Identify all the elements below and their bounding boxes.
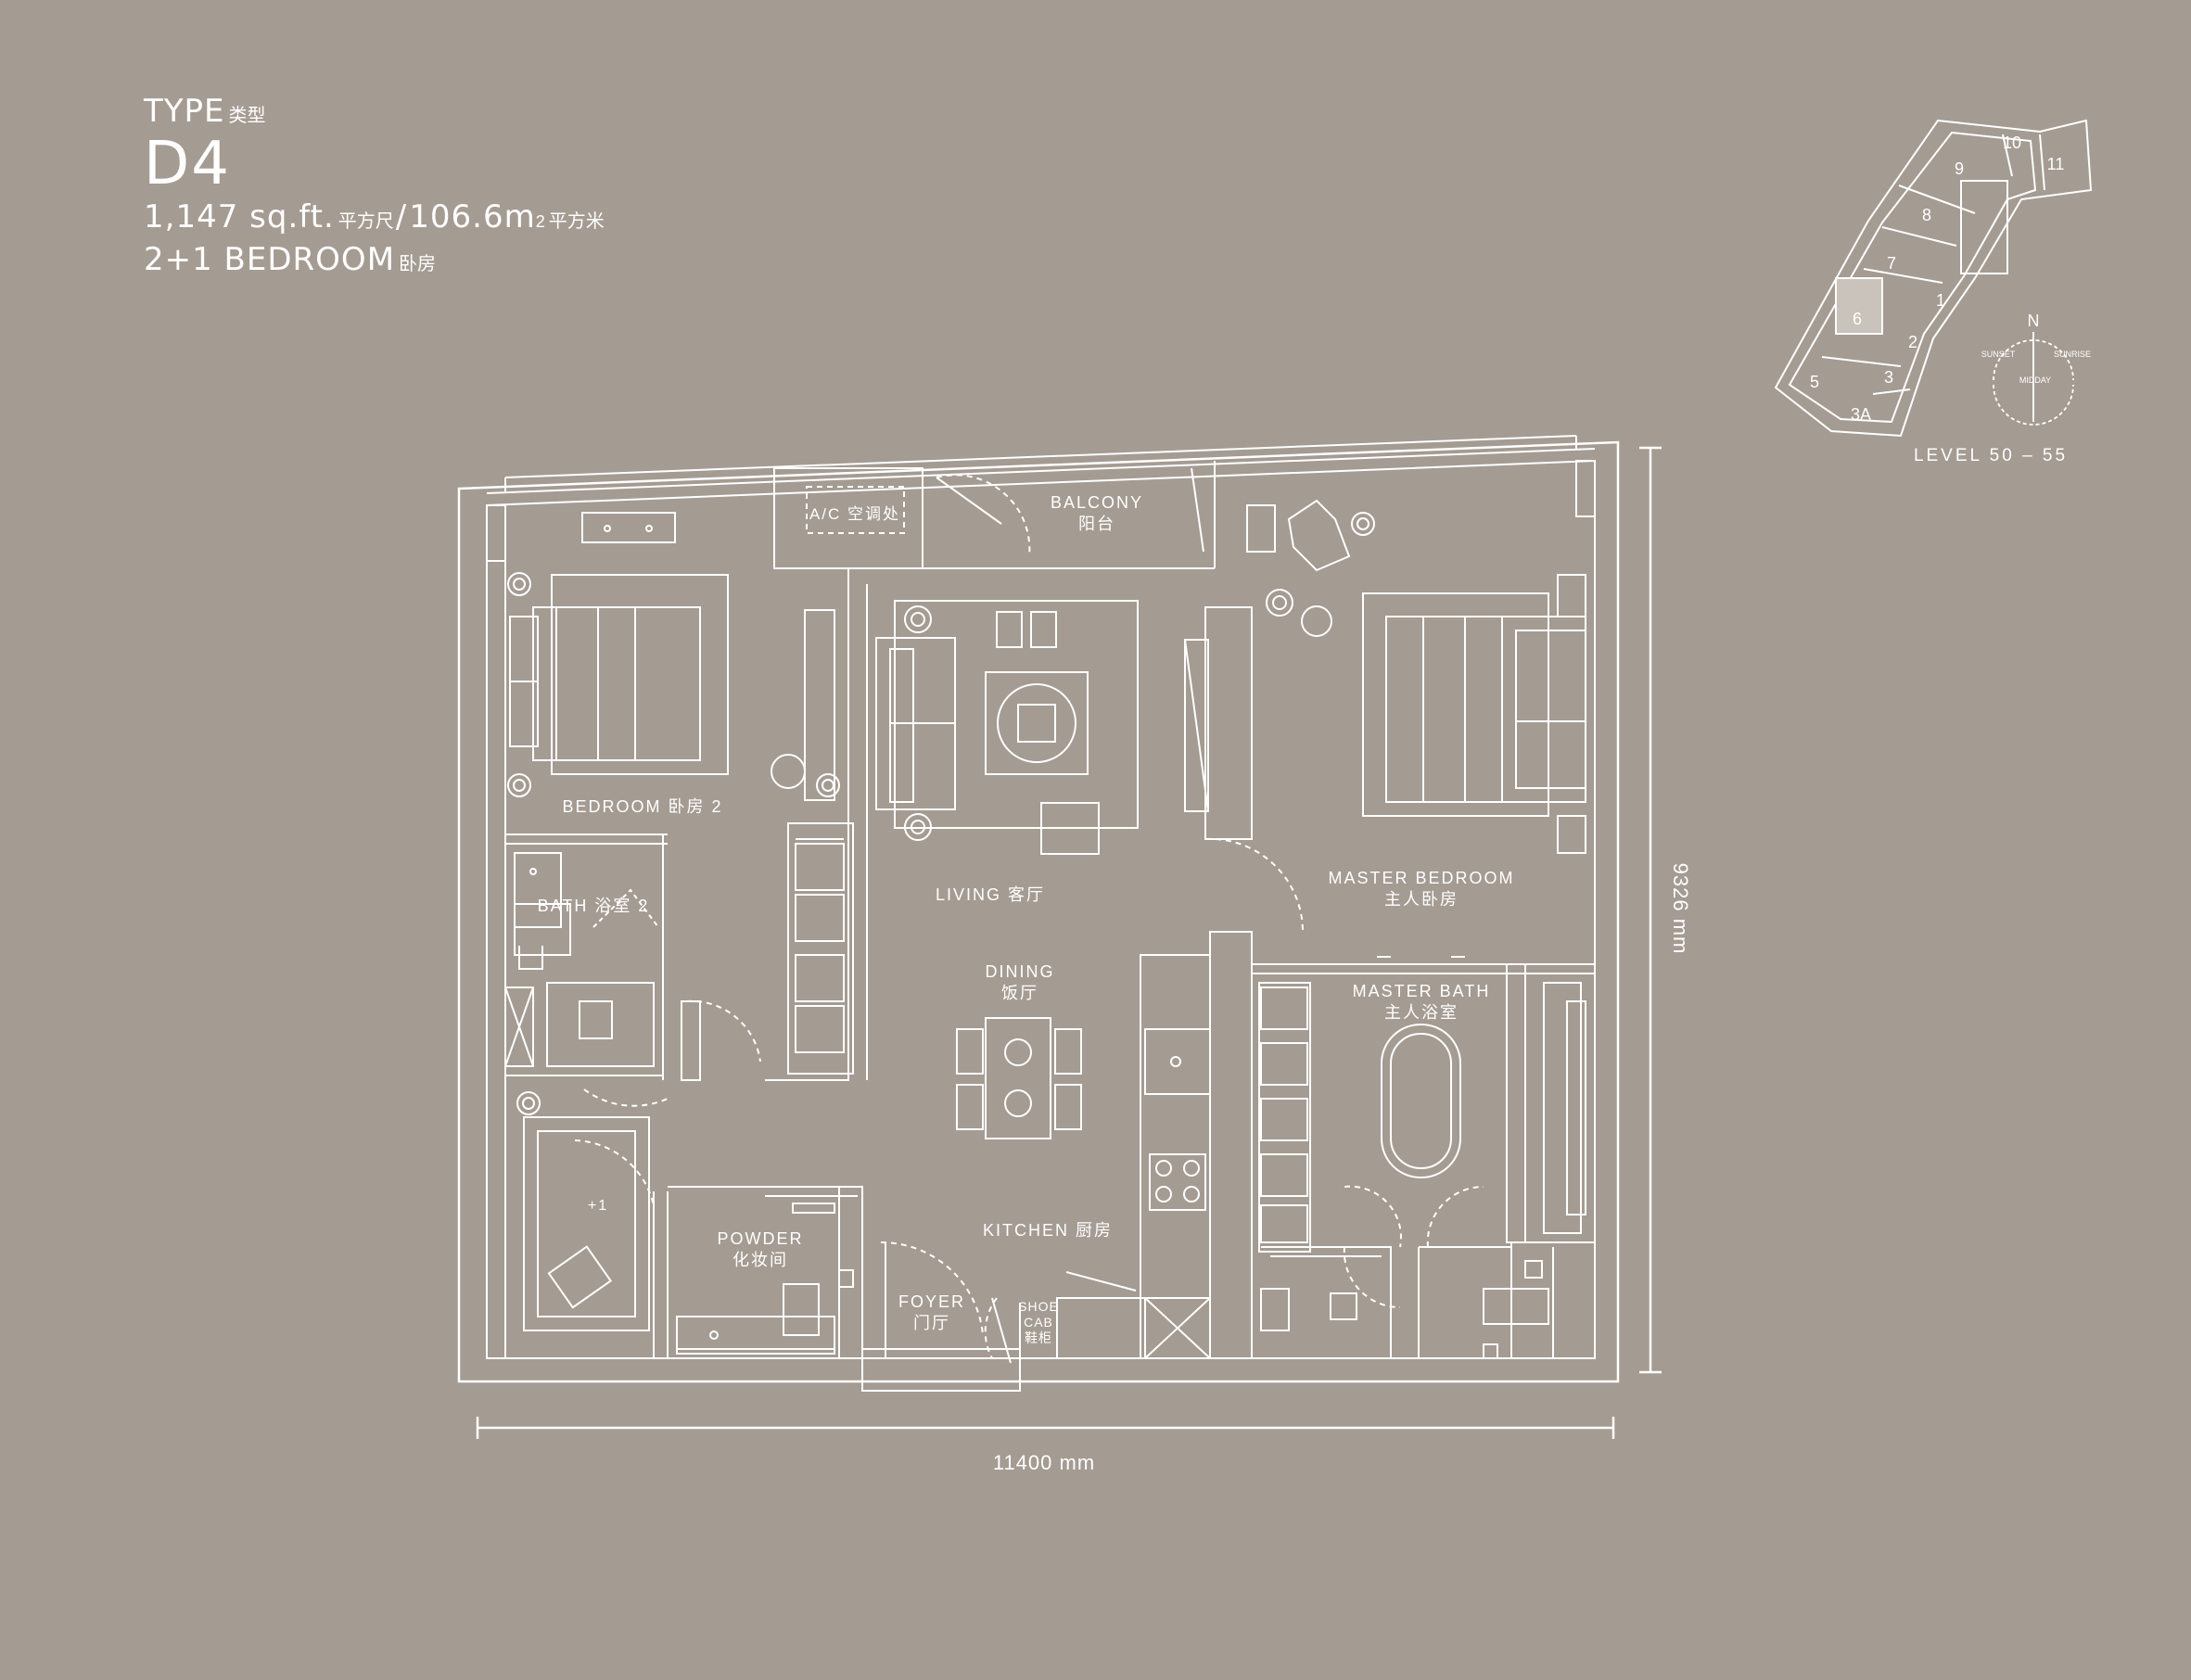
key-plan: 10 11 9 8 7 1 6 2 3 5 3A LEVEL 50 – 55 N… [1774, 119, 2093, 465]
compass-sunset: SUNSET [1981, 350, 2016, 359]
unit-10: 10 [2003, 134, 2021, 152]
label-ac: A/C 空调处 [809, 505, 900, 523]
label-shoe-1: SHOE [1018, 1299, 1059, 1314]
master-bath-fixtures [1258, 956, 1596, 1359]
label-shoe-cn: 鞋柜 [1025, 1330, 1052, 1345]
dining-furniture [956, 1017, 1082, 1139]
label-bedroom-2: BEDROOM 卧房 2 [562, 797, 722, 816]
label-master-bedroom-cn: 主人卧房 [1384, 890, 1459, 909]
master-bedroom-furniture [1246, 499, 1586, 854]
area-m2-cn: 平方米 [548, 210, 605, 232]
label-foyer-cn: 门厅 [913, 1314, 950, 1332]
area-m2-sup: 2 [535, 212, 545, 231]
compass-sunrise: SUNRISE [2054, 350, 2091, 359]
kitchen-fixtures [880, 1028, 1211, 1364]
type-label-line: TYPE 类型 [144, 93, 605, 130]
unit-8: 8 [1922, 206, 1931, 224]
label-balcony: BALCONY [1051, 493, 1143, 512]
unit-9: 9 [1955, 159, 1964, 178]
unit-11: 11 [2047, 155, 2065, 173]
label-powder-cn: 化妆间 [732, 1251, 788, 1269]
type-code-line: D4 [144, 130, 605, 198]
area-separator: / [395, 198, 408, 235]
powder-fixtures [676, 1203, 854, 1355]
unit-1: 1 [1936, 291, 1945, 310]
plus-one-room [523, 1116, 655, 1331]
compass-midday: MIDDAY [2019, 375, 2051, 385]
bedroom-count: 2+1 BEDROOM [144, 241, 396, 278]
label-shoe-2: CAB [1024, 1315, 1053, 1330]
dimension-height: 9326 mm [1669, 863, 1692, 955]
bedroom-count-cn: 卧房 [399, 252, 437, 274]
label-dining: DINING [986, 962, 1055, 981]
label-master-bedroom: MASTER BEDROOM [1328, 869, 1514, 887]
bath-2-fixtures [504, 852, 761, 1115]
bedrooms-line: 2+1 BEDROOM 卧房 [144, 241, 605, 278]
compass-icon: N SUNSET SUNRISE MIDDAY [1981, 312, 2091, 426]
unit-3a: 3A [1851, 405, 1871, 424]
bedroom-2-furniture [507, 512, 854, 1075]
area-sqft-cn: 平方尺 [338, 210, 394, 232]
label-bath-2: BATH 浴室 2 [538, 897, 650, 915]
unit-2: 2 [1908, 333, 1917, 351]
label-dining-cn: 饭厅 [1001, 984, 1038, 1002]
living-furniture [875, 600, 1305, 933]
type-label-cn: 类型 [228, 104, 266, 126]
label-kitchen: KITCHEN 厨房 [983, 1221, 1113, 1240]
dimension-lines [476, 446, 1662, 1439]
unit-7: 7 [1887, 254, 1896, 273]
label-powder: POWDER [718, 1229, 804, 1248]
type-label: TYPE [144, 93, 225, 130]
label-plus-one: +1 [588, 1198, 608, 1214]
label-living: LIVING 客厅 [936, 885, 1045, 904]
interior-walls [504, 561, 1595, 1392]
unit-5: 5 [1810, 373, 1819, 391]
label-foyer: FOYER [898, 1292, 965, 1311]
unit-6: 6 [1853, 310, 1862, 328]
keyplan-level: LEVEL 50 – 55 [1914, 446, 2068, 465]
type-code: D4 [144, 130, 231, 198]
label-master-bath-cn: 主人浴室 [1384, 1003, 1459, 1022]
dimension-width: 11400 mm [993, 1451, 1095, 1474]
area-sqft: 1,147 sq.ft. [144, 198, 335, 235]
label-master-bath: MASTER BATH [1353, 982, 1491, 1000]
unit-3: 3 [1884, 368, 1893, 387]
compass-north: N [2028, 312, 2040, 330]
area-m2: 106.6m [409, 198, 536, 235]
label-balcony-cn: 阳台 [1078, 515, 1115, 533]
